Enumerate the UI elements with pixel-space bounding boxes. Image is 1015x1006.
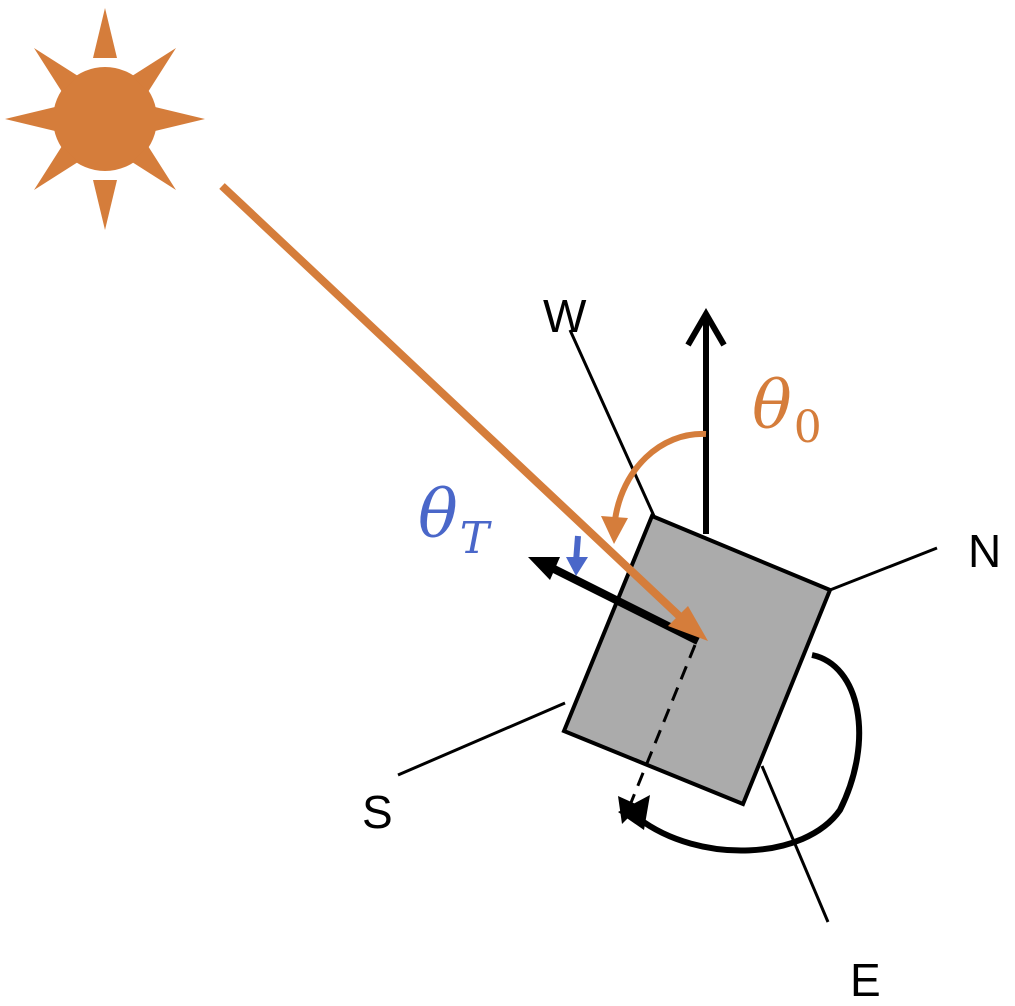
north-axis-line (829, 546, 938, 592)
theta0-angle-arc (601, 430, 707, 544)
west-label: W (543, 290, 587, 342)
solar-panel (561, 513, 833, 807)
west-axis-line (568, 329, 656, 517)
vertical-arrow (685, 308, 727, 534)
panel-normal-arrow (528, 557, 700, 645)
north-label: N (968, 525, 1001, 577)
thetaT-label: θT (418, 476, 493, 564)
thetaT-angle-arrow (566, 535, 588, 576)
theta0-label: θ0 (752, 367, 822, 453)
dashed-projection-line (626, 644, 697, 811)
south-axis-line (397, 701, 566, 777)
sun-icon (5, 8, 205, 230)
east-label: E (850, 954, 881, 1006)
rotation-arc-arrow (618, 652, 863, 854)
south-label: S (362, 786, 393, 838)
sun-ray-arrow (219, 183, 708, 641)
